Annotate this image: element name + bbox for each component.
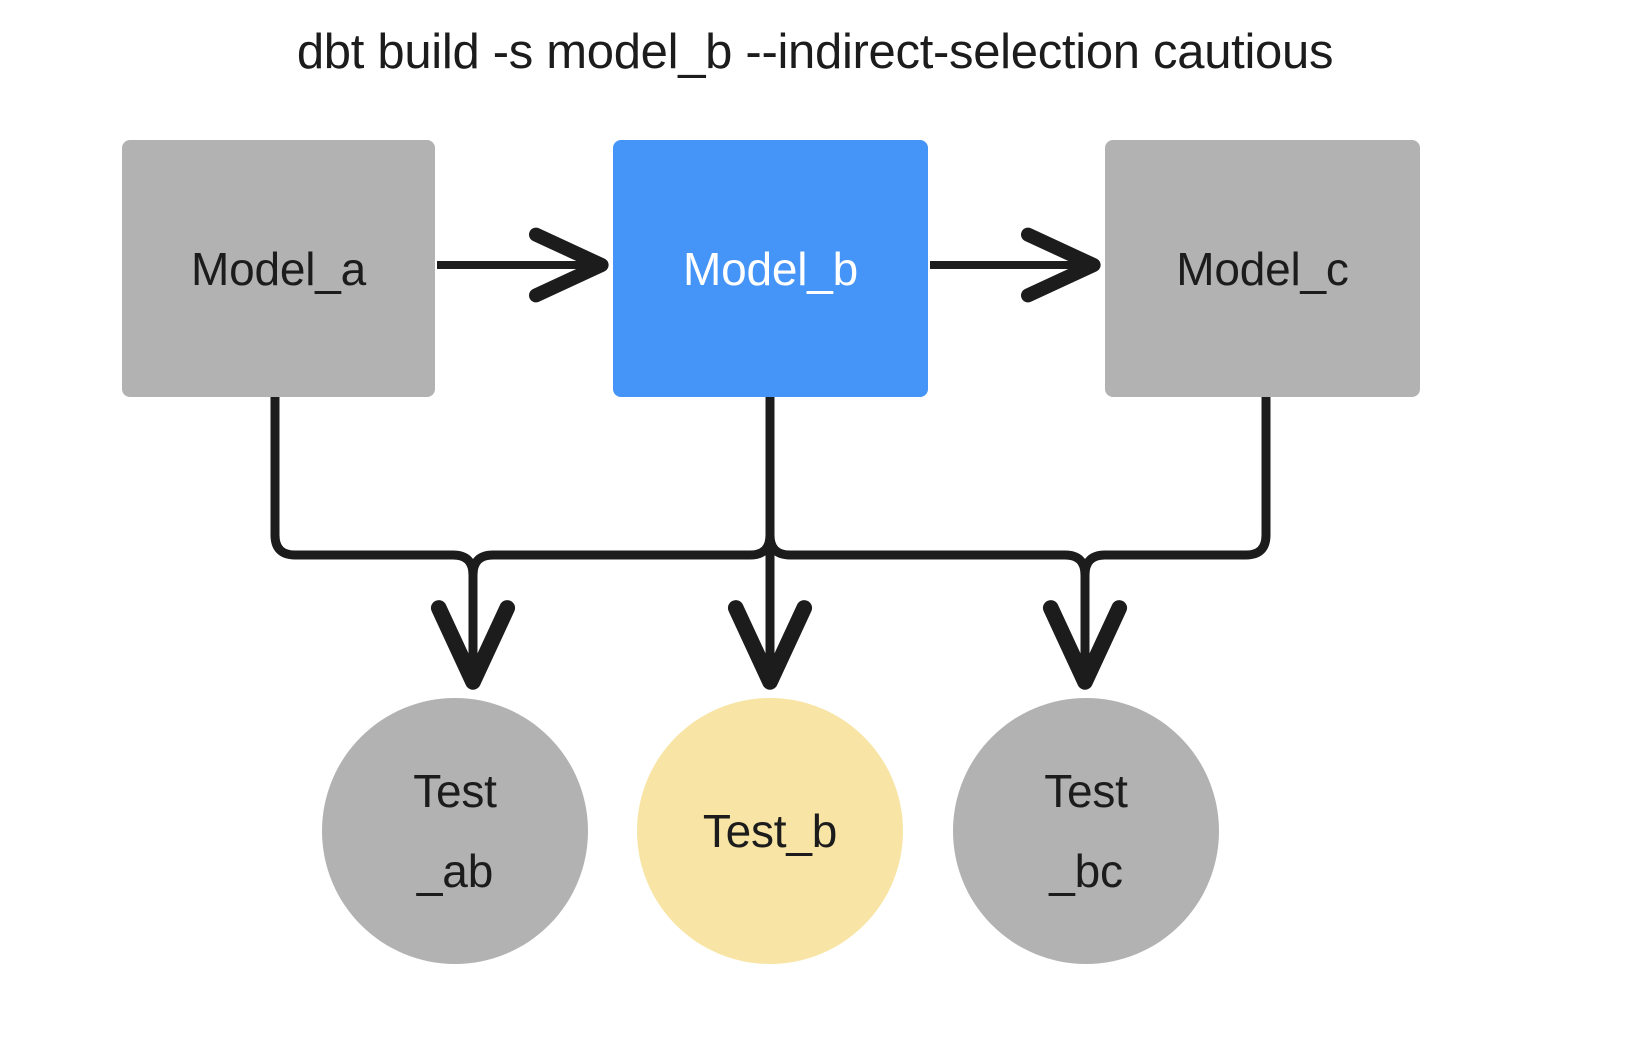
node-model-b-label: Model_b: [682, 242, 859, 295]
edge-model-a-to-test-ab: [270, 397, 516, 690]
node-test-bc[interactable]: Test _bc: [953, 698, 1219, 964]
node-test-b[interactable]: Test_b: [637, 698, 903, 964]
node-model-a-label: Model_a: [190, 242, 367, 295]
edge-model-b-to-test-ab: [468, 397, 775, 680]
node-test-b-label-line1: Test_b: [702, 804, 838, 857]
node-model-b[interactable]: Model_b: [613, 140, 928, 397]
diagram-title: dbt build -s model_b --indirect-selectio…: [296, 25, 1334, 79]
node-model-c-label: Model_c: [1176, 242, 1349, 295]
node-test-ab-label-line2: _ab: [416, 845, 494, 897]
node-model-c[interactable]: Model_c: [1105, 140, 1420, 397]
edge-model-c-to-test-bc: [1080, 397, 1271, 680]
node-test-bc-label-line1: Test: [1044, 764, 1128, 817]
edge-model-b-to-test-bc: [765, 397, 1128, 690]
node-model-a[interactable]: Model_a: [122, 140, 435, 397]
node-test-ab[interactable]: Test _ab: [322, 698, 588, 964]
node-test-bc-label-line2: _bc: [1049, 845, 1123, 897]
node-test-ab-label-line1: Test: [413, 764, 497, 817]
